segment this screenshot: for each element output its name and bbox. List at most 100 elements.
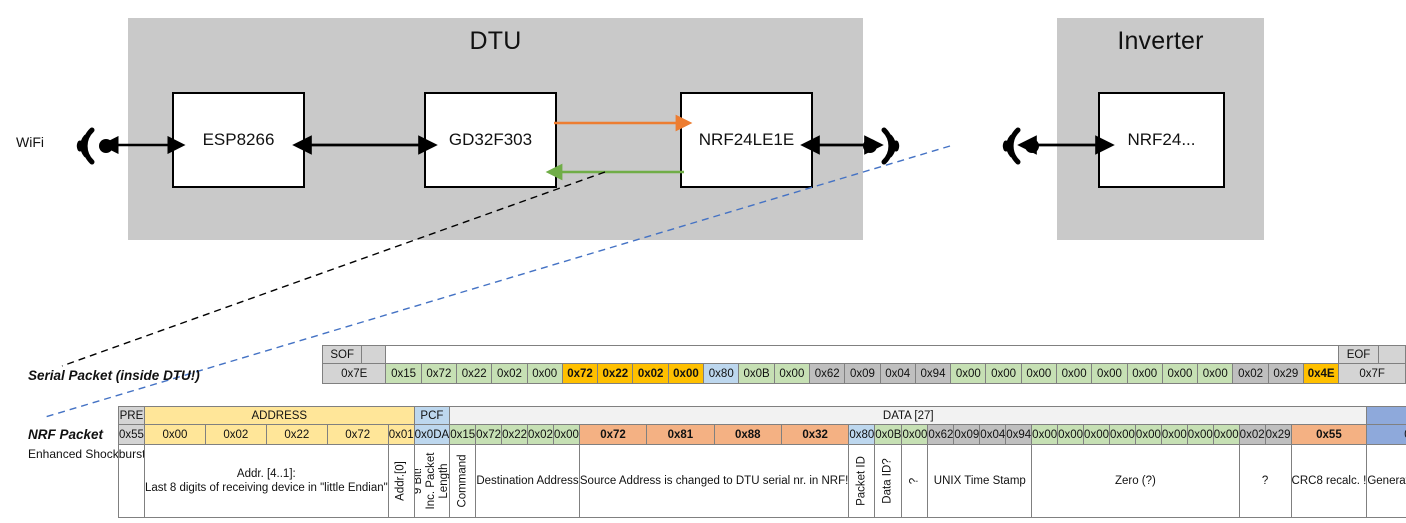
arrow-antenna-esp8266 [100,135,186,155]
serial-data-byte-14: 0x04 [879,363,916,384]
serial-data-byte-2: 0x22 [456,363,493,384]
serial-eof-pad [1377,345,1406,364]
serial-header-spacer [385,345,1340,364]
nrf-packet-id-desc-text: Packet ID [855,456,868,506]
inverter-enclosure: Inverter [1057,18,1264,240]
serial-eof-header: EOF [1338,345,1379,364]
serial-data-byte-12: 0x62 [809,363,846,384]
dtu-title: DTU [469,27,522,55]
nrf-pcf-header: PCF [413,406,451,425]
arrow-nrf24le1e-antenna [800,135,884,155]
serial-data-byte-16: 0x00 [950,363,987,384]
nrf-data-byte-2: 0x22 [501,424,528,445]
nrf-address-desc: Addr. [4..1]:Last 8 digits of receiving … [143,444,389,518]
serial-data-byte-13: 0x09 [844,363,881,384]
nrf-data-byte-7: 0x88 [713,424,782,445]
nrf-unknown1-desc-text: ? [908,477,921,485]
nrf-address-byte-1: 0x02 [204,424,267,445]
serial-data-byte-17: 0x00 [985,363,1022,384]
nrf-data-byte-10: 0x0B [874,424,903,445]
nrf-data-byte-9: 0x80 [848,424,876,445]
nrf-data-byte-4: 0x00 [552,424,580,445]
inverter-title: Inverter [1117,27,1204,55]
nrf-address-header: ADDRESS [143,406,415,425]
nrf-crc-desc: Generated automatically. Dont Care! [1366,444,1406,518]
serial-data-byte-18: 0x00 [1020,363,1057,384]
nrf-address-byte-4: 0x01 [387,424,415,445]
nrf-unknown1-desc: ? [901,444,929,518]
nrf-packet-id-desc: Packet ID [848,444,876,518]
nrf-data-byte-0: 0x15 [449,424,477,445]
serial-sof-pad [361,345,387,364]
nrf-timestamp-desc: UNIX Time Stamp [927,444,1033,518]
serial-data-byte-11: 0x00 [773,363,811,384]
serial-data-byte-10: 0x0B [738,363,775,384]
serial-data-byte-24: 0x02 [1232,363,1269,384]
serial-data-byte-20: 0x00 [1091,363,1128,384]
nrf-crc-header: NRF CRC [1366,406,1406,425]
nrf-data-byte-25: 0x29 [1264,424,1292,445]
serial-data-byte-5: 0x72 [561,363,599,384]
nrf-command-desc: Command [449,444,477,518]
nrf-pre-desc [118,444,145,518]
nrf-zero-desc: Zero (?) [1031,444,1240,518]
nrf-data-byte-18: 0x00 [1083,424,1110,445]
nrf-source-desc: Source Address is changed to DTU serial … [578,444,850,518]
nrf-data-byte-12: 0x62 [927,424,955,445]
chip-nrf24: NRF24... [1098,92,1225,188]
serial-data-byte-1: 0x72 [420,363,458,384]
nrf-data-id-desc-text: Data ID? [881,458,894,504]
nrf-data-byte-15: 0x94 [1005,424,1033,445]
nrf-unknown2-desc: ? [1238,444,1292,518]
nrf-data-byte-17: 0x00 [1057,424,1085,445]
nrf-pcf-value: 0x0DA [413,424,451,445]
nrf-crc-byte-0: 0x.. [1366,424,1406,445]
nrf-header-row: PRE ADDRESS PCF DATA [27] NRF CRC [118,406,1406,425]
nrf-data-byte-3: 0x02 [527,424,554,445]
serial-data-byte-23: 0x00 [1197,363,1234,384]
serial-sof-value: 0x7E [321,363,387,384]
nrf-pre-value: 0x55 [118,424,145,445]
nrf-data-byte-24: 0x02 [1238,424,1266,445]
nrf-addr0-desc: Addr.[0] [387,444,415,518]
nrf-description-row: Addr. [4..1]:Last 8 digits of receiving … [118,444,1406,518]
nrf-data-byte-11: 0x00 [901,424,929,445]
serial-data-byte-7: 0x02 [632,363,669,384]
nrf-address-byte-0: 0x00 [143,424,206,445]
serial-data-byte-19: 0x00 [1055,363,1093,384]
serial-data-byte-3: 0x02 [491,363,528,384]
arrow-tx-orange [553,114,693,132]
nrf-data-byte-16: 0x00 [1031,424,1059,445]
nrf-data-byte-26: 0x55 [1290,424,1368,445]
nrf-data-byte-14: 0x04 [979,424,1007,445]
serial-data-byte-26: 0x4E [1302,363,1340,384]
nrf-data-id-desc: Data ID? [874,444,903,518]
serial-data-byte-15: 0x94 [914,363,952,384]
nrf-address-byte-3: 0x72 [326,424,389,445]
nrf-value-row: 0x55 0x00 0x02 0x22 0x72 0x01 0x0DA 0x15… [118,424,1406,445]
wifi-label: WiFi [16,134,44,150]
nrf-data-byte-23: 0x00 [1212,424,1240,445]
nrf-data-byte-22: 0x00 [1186,424,1214,445]
enhanced-shockburst-caption: Enhanced Shockburst [28,447,146,461]
serial-data-byte-8: 0x00 [667,363,705,384]
nrf-destination-desc: Destination Address [475,444,580,518]
serial-header-row: SOF EOF [321,345,1406,364]
nrf-data-byte-21: 0x00 [1160,424,1188,445]
nrf-pre-header: PRE [118,406,145,425]
nrf-packet-table: PRE ADDRESS PCF DATA [27] NRF CRC 0x55 0… [118,406,1406,518]
nrf-addr0-desc-text: Addr.[0] [394,461,407,501]
nrf-data-byte-8: 0x32 [780,424,850,445]
serial-data-byte-0: 0x15 [385,363,422,384]
arrow-esp8266-gd32f303 [292,135,438,155]
serial-data-byte-6: 0x22 [597,363,634,384]
nrf-address-byte-2: 0x22 [265,424,328,445]
nrf-crc8-desc: CRC8 recalc. ! [1290,444,1368,518]
serial-packet-caption: Serial Packet (inside DTU!) [28,368,200,383]
nrf-data-byte-6: 0x81 [646,424,715,445]
